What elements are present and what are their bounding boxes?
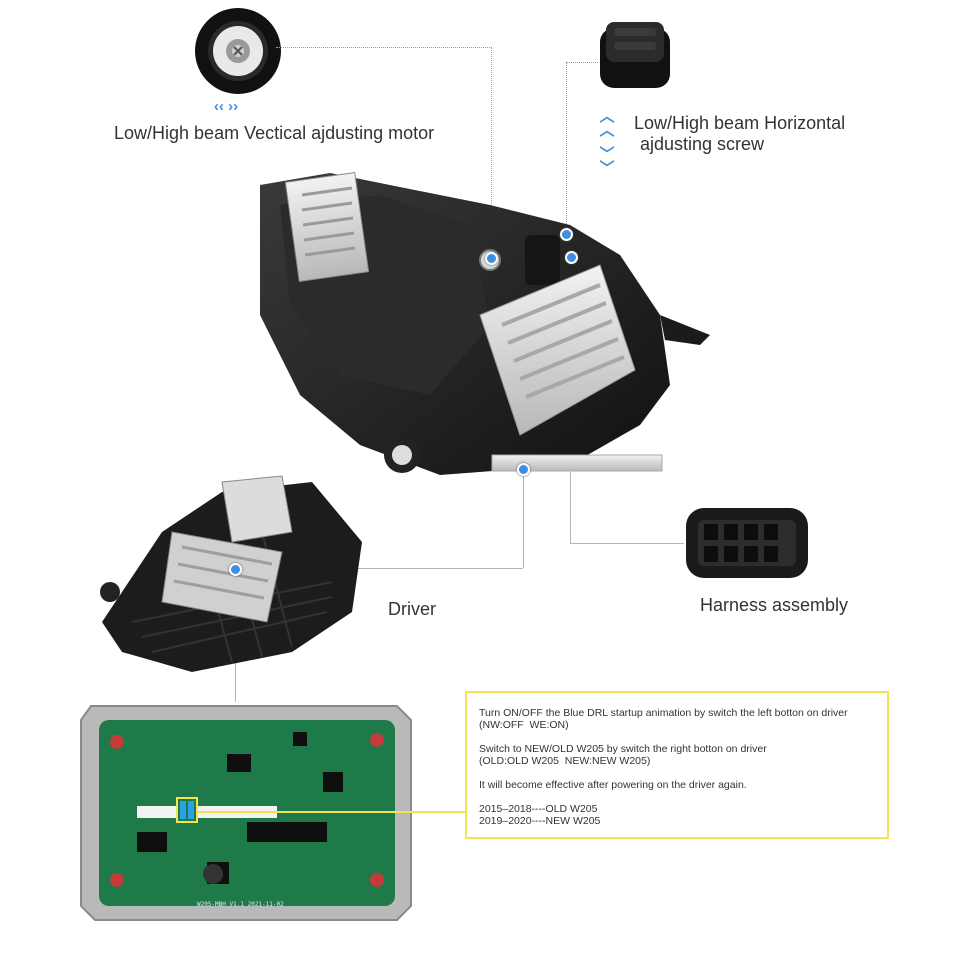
driver-pcb-board: W205-MBH_V1.1 2021-11-02 [77,702,415,924]
harness-leader-horizontal [570,543,684,544]
harness-marker-dot [565,251,578,264]
info-version-line1: Switch to NEW/OLD W205 by switch the rig… [479,743,767,755]
screw-label-line1: Low/High beam Horizontal [634,113,846,133]
screw-direction-arrows: ︿︿ ﹀﹀ [598,108,616,177]
pcb-board-image: W205-MBH_V1.1 2021-11-02 [80,705,412,921]
driver-leader-horizontal [235,568,523,569]
harness-label: Harness assembly [700,595,849,615]
info-year-new: 2019–2020----NEW W205 [479,815,601,827]
headlight-side-view [92,472,372,672]
info-version-line2: (OLD:OLD W205 NEW:NEW W205) [479,755,651,767]
switch-info-box: Turn ON/OFF the Blue DRL startup animati… [465,691,889,839]
info-drl-line1: Turn ON/OFF the Blue DRL startup animati… [479,707,848,719]
headlight-rear-image [260,172,710,475]
screw-marker-dot [560,228,573,241]
driver-marker-dot [517,463,530,476]
switch-leader-line [196,811,466,813]
info-paragraph-effective: It will become effective after powering … [479,779,747,791]
adjusting-screw-thumbnail [596,18,674,104]
screw-leader-vertical [566,62,567,234]
motor-leader-vertical [491,47,492,257]
chevron-down-icon: ﹀﹀ [599,146,615,177]
driver-label: Driver [388,599,436,619]
headlight-rear-view [240,165,710,485]
chevron-up-icon: ︿︿ [599,108,615,139]
motor-direction-arrows: ‹‹ ›› [196,98,256,115]
motor-label: Low/High beam Vectical ajdusting motor [114,123,435,143]
info-paragraph-version: Switch to NEW/OLD W205 by switch the rig… [479,743,875,767]
harness-connector-icon [686,508,808,578]
pcb-board-id: W205-MBH_V1.1 2021-11-02 [197,901,284,908]
chevron-left-icon: ‹‹ ›› [213,98,239,115]
pcb-marker-dot [229,563,242,576]
adjusting-screw-icon [600,22,670,88]
screw-leader-horizontal [566,62,598,63]
info-paragraph-drl: Turn ON/OFF the Blue DRL startup animati… [479,707,875,731]
motor-marker-dot [485,252,498,265]
screw-label-line2: ajdusting screw [640,134,765,154]
info-drl-line2: (NW:OFF WE:ON) [479,719,569,731]
harness-thumbnail [684,506,810,580]
adjusting-motor-thumbnail [194,7,282,95]
headlight-side-image [100,475,362,672]
motor-leader-horizontal [276,47,492,48]
driver-leader-vertical [523,470,524,568]
adjusting-motor-icon [195,8,281,94]
info-year-old: 2015–2018----OLD W205 [479,803,598,815]
